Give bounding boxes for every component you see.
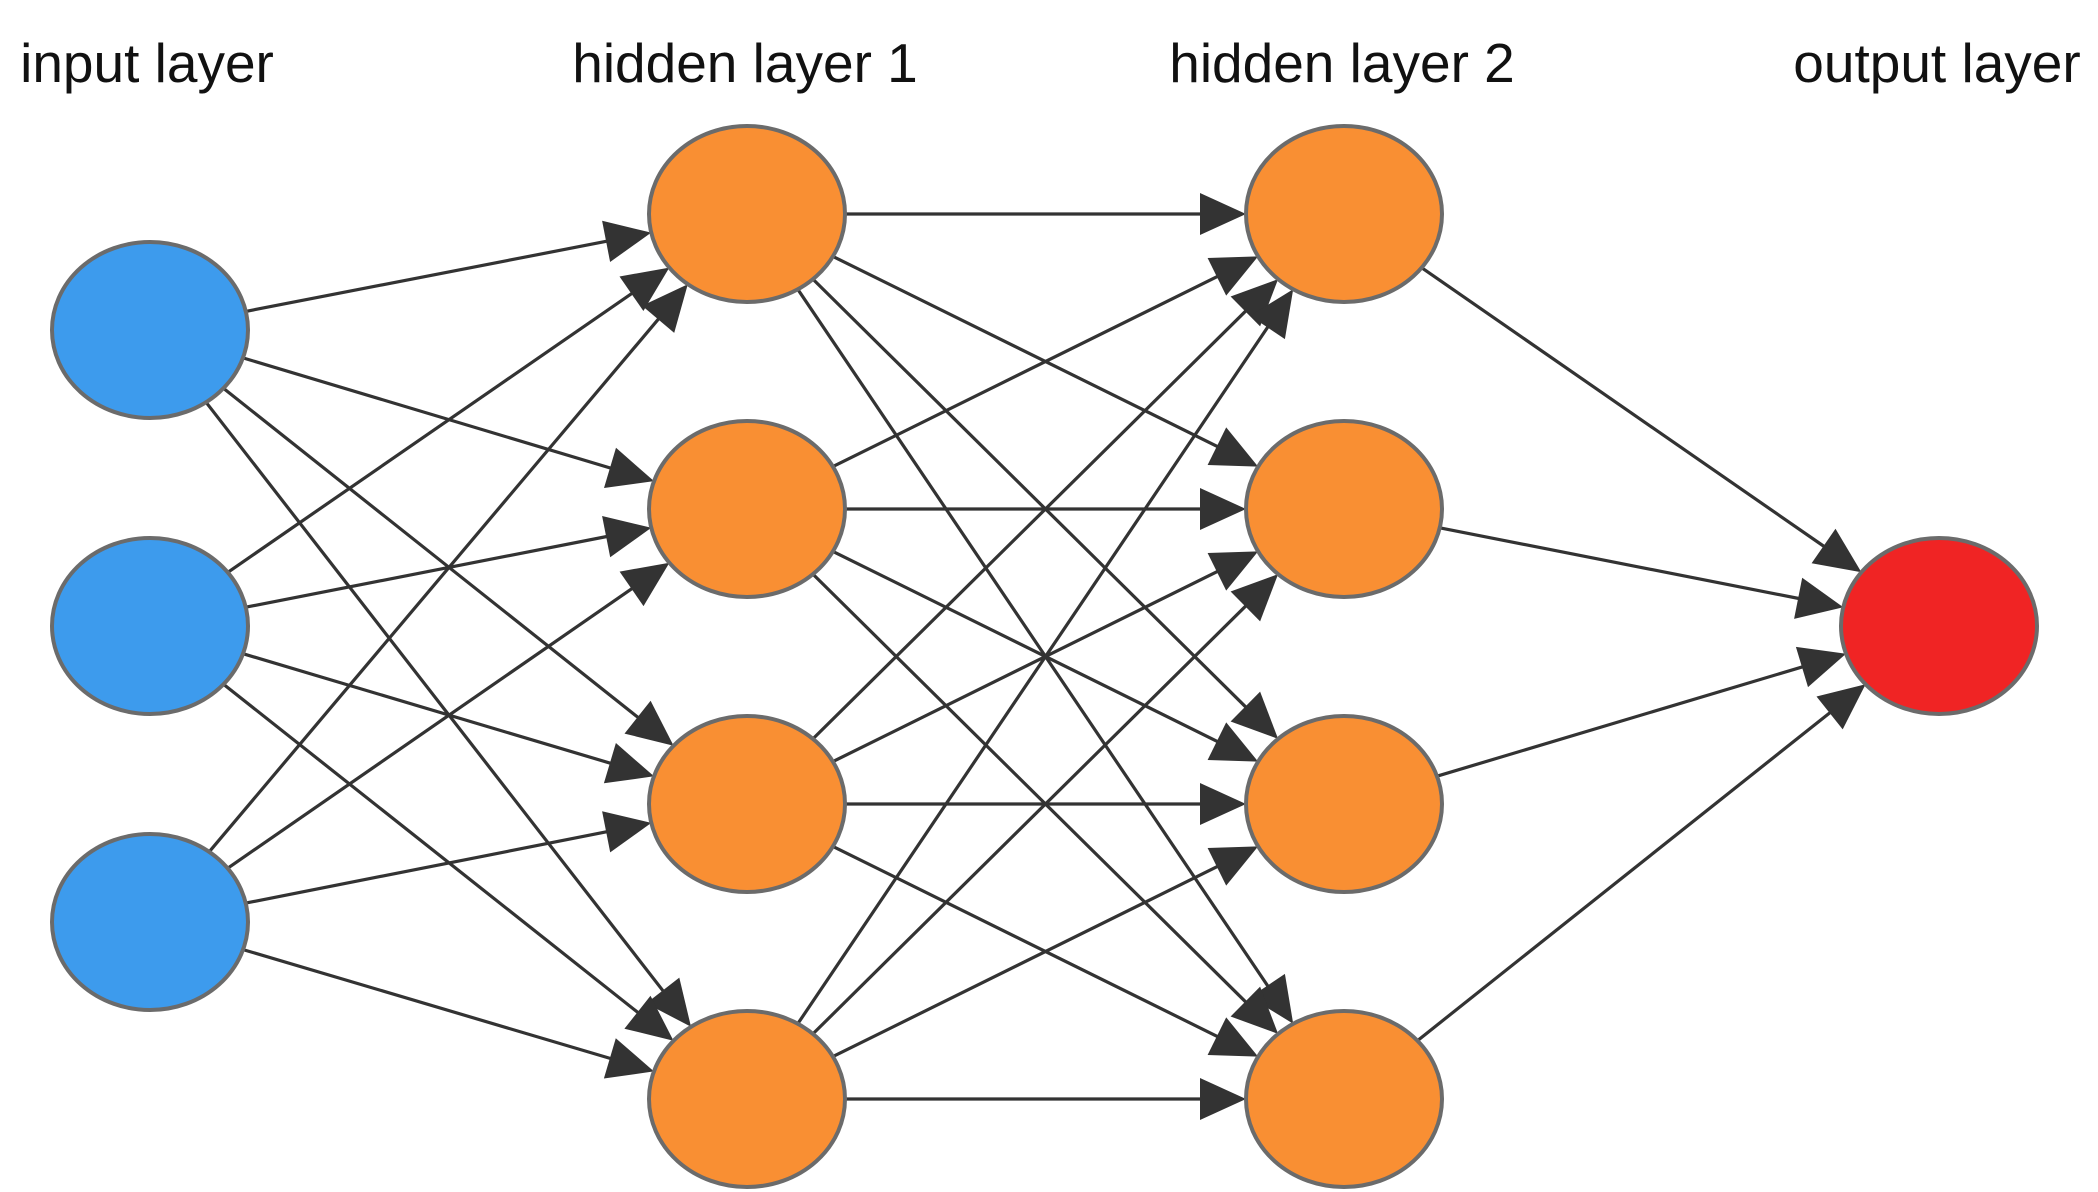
arrowhead <box>1207 427 1259 467</box>
input-neuron-1 <box>50 240 250 420</box>
arrowhead <box>1200 783 1246 825</box>
arrowhead <box>1816 684 1866 730</box>
hidden-layer-2-label: hidden layer 2 <box>1169 32 1515 94</box>
connection-edge <box>832 254 1224 451</box>
arrowhead <box>604 447 654 488</box>
hidden1-neuron-1 <box>647 124 847 304</box>
connection-edge <box>811 572 1251 1007</box>
hidden1-neuron-3 <box>647 714 847 894</box>
arrowhead <box>603 743 654 784</box>
arrowhead <box>1207 1017 1259 1057</box>
arrowhead <box>1200 1078 1246 1120</box>
connection-edge <box>226 584 638 870</box>
arrowhead <box>1230 279 1279 327</box>
connection-edge <box>207 313 664 853</box>
arrowhead <box>1795 646 1846 688</box>
output-neuron-1 <box>1839 536 2039 716</box>
connections-group <box>204 212 1836 1101</box>
hidden2-neuron-4 <box>1244 1009 1444 1189</box>
connection-edge <box>811 277 1251 712</box>
connection-edge <box>1420 266 1830 551</box>
connection-edge <box>242 652 617 767</box>
arrowhead <box>1207 722 1259 762</box>
arrowhead <box>1811 528 1862 573</box>
arrowhead <box>619 562 670 607</box>
arrowhead <box>619 267 670 311</box>
connection-edge <box>832 549 1224 746</box>
layer-labels: input layer hidden layer 1 hidden layer … <box>20 32 2081 94</box>
arrowhead <box>602 220 652 262</box>
arrowhead <box>646 977 691 1027</box>
arrowhead <box>1207 256 1259 296</box>
neurons-group <box>50 124 2039 1189</box>
arrowhead <box>1200 488 1246 530</box>
connection-edge <box>832 844 1224 1041</box>
arrowhead <box>1794 577 1844 619</box>
connection-edge <box>832 862 1224 1059</box>
input-neuron-2 <box>50 536 250 716</box>
arrowhead <box>624 995 674 1041</box>
arrowhead <box>1207 846 1259 886</box>
arrowhead <box>1250 289 1294 340</box>
connection-edge <box>204 401 668 997</box>
arrowhead <box>624 700 674 746</box>
connection-edge <box>811 306 1251 741</box>
hidden1-neuron-2 <box>647 419 847 599</box>
input-neuron-3 <box>50 832 250 1012</box>
connection-edge <box>245 238 613 313</box>
hidden-layer-1-label: hidden layer 1 <box>572 32 918 94</box>
connection-edge <box>222 387 644 723</box>
connection-edge <box>1416 707 1836 1042</box>
connection-edge <box>242 356 617 472</box>
arrowhead <box>1230 691 1279 739</box>
arrowhead <box>1207 551 1259 591</box>
hidden2-neuron-3 <box>1244 714 1444 894</box>
hidden1-neuron-4 <box>647 1009 847 1189</box>
arrowhead <box>602 516 652 558</box>
connection-edge <box>832 272 1224 469</box>
output-layer-label: output layer <box>1793 32 2080 94</box>
connection-edge <box>1439 526 1805 602</box>
connection-edge <box>832 567 1224 764</box>
connection-edge <box>226 288 638 574</box>
arrowheads-group <box>602 193 1866 1120</box>
connection-edge <box>796 288 1273 992</box>
hidden2-neuron-2 <box>1244 419 1444 599</box>
arrowhead <box>603 1038 654 1079</box>
connection-edge <box>1436 663 1809 778</box>
connection-edge <box>222 682 644 1018</box>
hidden2-neuron-1 <box>1244 124 1444 304</box>
connection-edge <box>245 533 613 609</box>
input-layer-label: input layer <box>20 32 274 94</box>
arrowhead <box>1230 986 1279 1034</box>
arrowhead <box>1200 193 1246 235</box>
connection-edge <box>796 321 1273 1025</box>
arrowhead <box>602 811 652 853</box>
connection-edge <box>811 601 1251 1036</box>
arrowhead <box>1230 574 1279 622</box>
arrowhead <box>1250 973 1294 1024</box>
arrowhead <box>642 284 688 333</box>
connection-edge <box>245 829 613 905</box>
connection-edge <box>242 948 617 1062</box>
